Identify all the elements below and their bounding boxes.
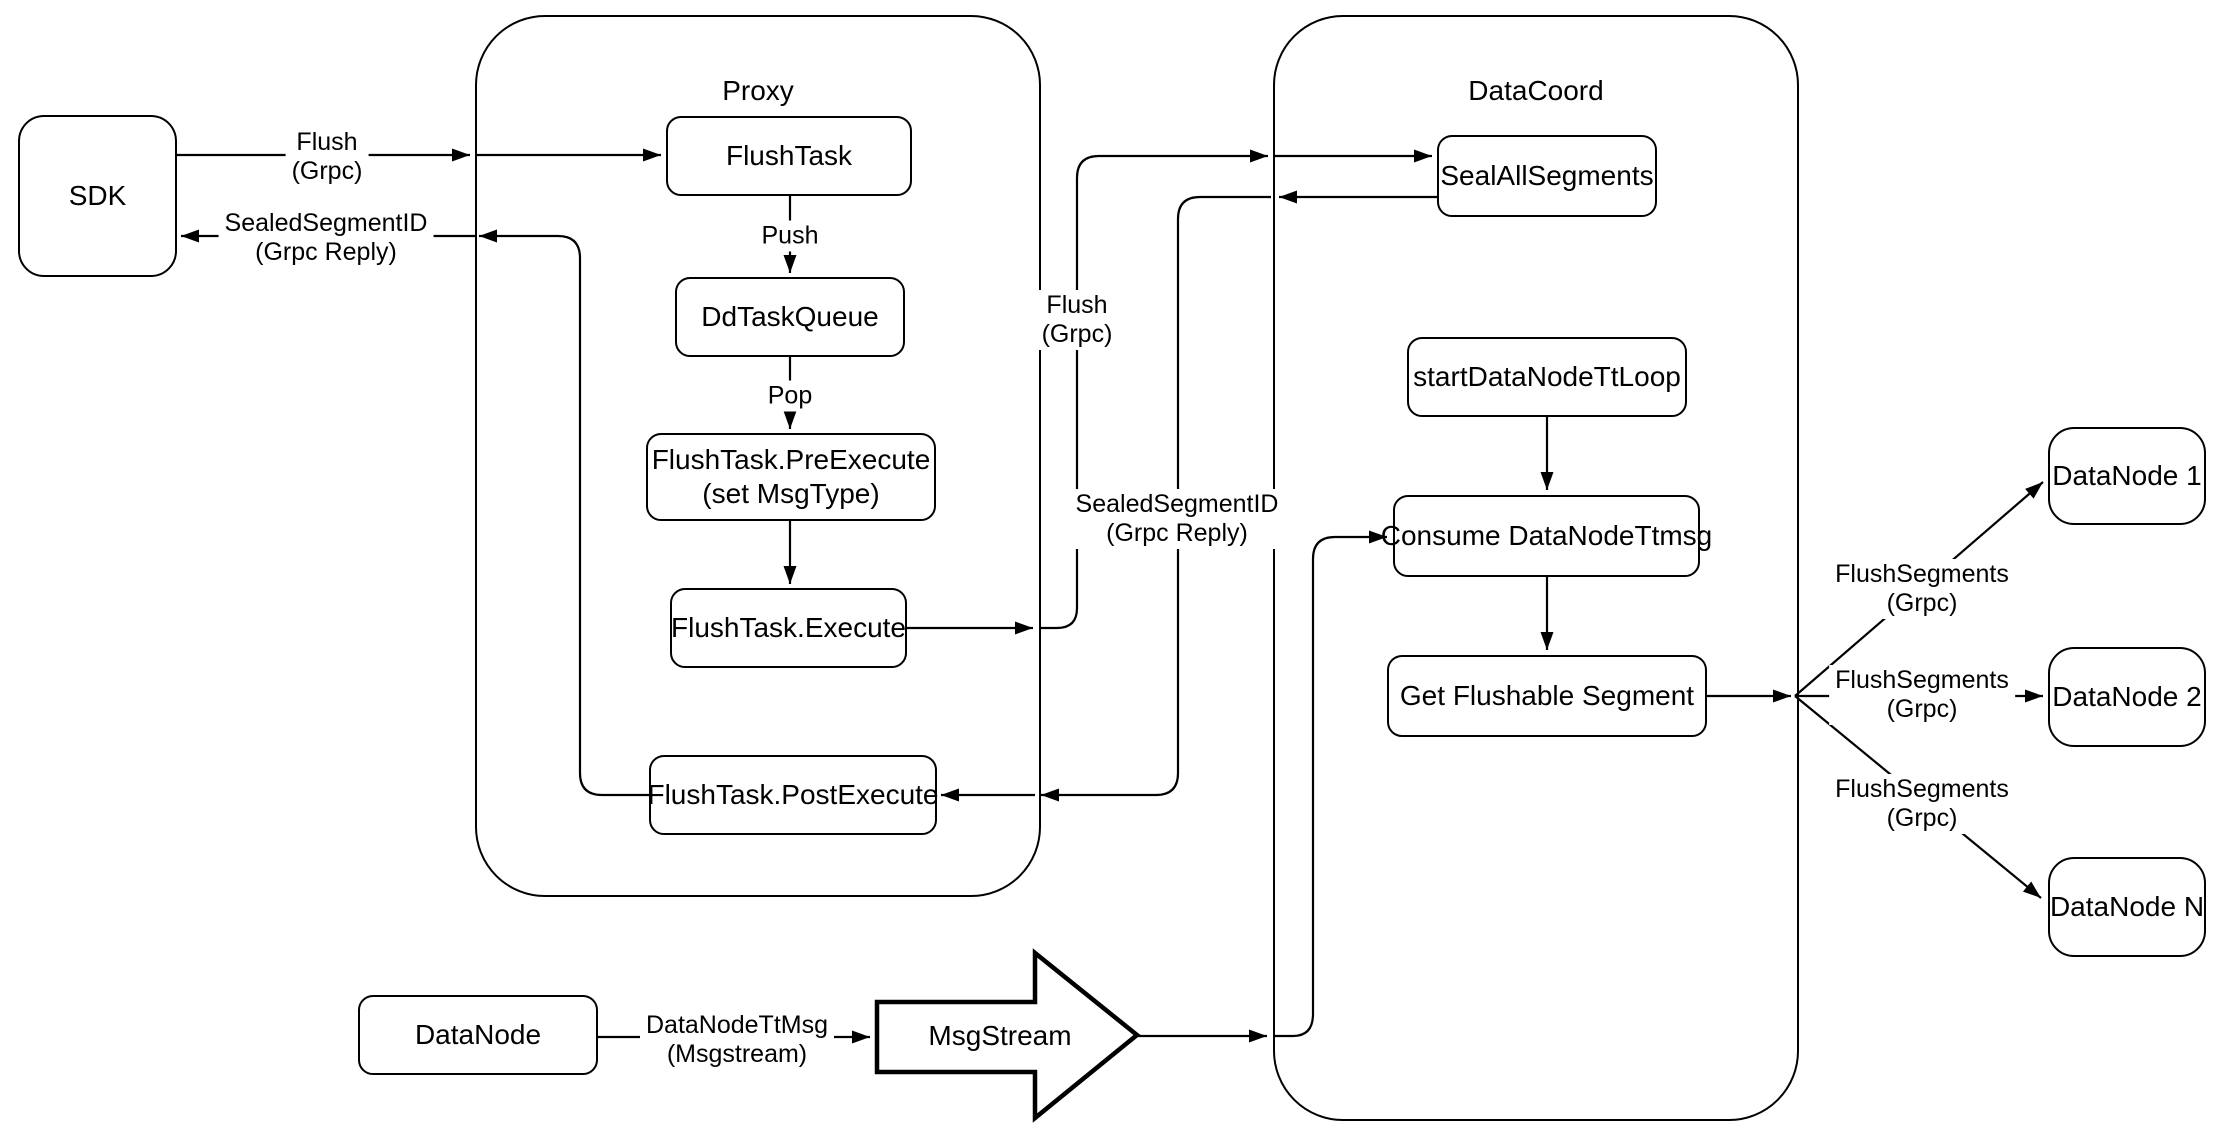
label-flush-grpc-left: Flush (Grpc): [285, 127, 369, 187]
node-get-flushable-segment: Get Flushable Segment: [1387, 655, 1707, 737]
label-datanodettmsg: DataNodeTtMsg (Msgstream): [639, 1010, 835, 1070]
label-sealedsegmentid-mid: SealedSegmentID (Grpc Reply): [1069, 489, 1285, 549]
msgstream-arrow-shape: [874, 948, 1141, 1123]
node-sealallsegments: SealAllSegments: [1437, 135, 1657, 217]
node-get-flushable-segment-label: Get Flushable Segment: [1399, 680, 1695, 712]
label-flushsegments-3-line2: (Grpc): [1886, 804, 1958, 832]
msgstream-label: MsgStream: [928, 1020, 1072, 1051]
label-flush-grpc-mid: Flush (Grpc): [1035, 290, 1119, 350]
node-datanode-bottom-label: DataNode: [414, 1019, 542, 1051]
node-datanode-1: DataNode 1: [2048, 427, 2206, 525]
node-startdatanodettloop: startDataNodeTtLoop: [1407, 337, 1687, 417]
label-sealedsegmentid-mid-line1: SealedSegmentID: [1075, 490, 1279, 518]
node-consume-datanodettmsg-label: Consume DataNodeTtmsg: [1380, 520, 1713, 552]
node-flushtask-execute-label: FlushTask.Execute: [671, 612, 906, 644]
label-flush-grpc-mid-line2: (Grpc): [1041, 320, 1113, 348]
node-sdk: SDK: [18, 115, 177, 277]
label-flushsegments-2: FlushSegments (Grpc): [1829, 665, 2015, 725]
label-flushsegments-1: FlushSegments (Grpc): [1829, 559, 2015, 619]
node-datanode-2-label: DataNode 2: [2052, 681, 2202, 713]
edge-datacoord-edge-to-consume: [1275, 530, 1387, 1038]
node-sealallsegments-label: SealAllSegments: [1440, 160, 1654, 192]
node-ddtaskqueue-label: DdTaskQueue: [701, 301, 879, 333]
label-pop: Pop: [761, 380, 819, 412]
node-flushtask-execute: FlushTask.Execute: [670, 588, 907, 668]
node-flushtask-preexecute-line2: (set MsgType): [702, 478, 880, 509]
node-flushtask-preexecute-line1: FlushTask.PreExecute: [651, 444, 931, 476]
node-startdatanodettloop-label: startDataNodeTtLoop: [1413, 361, 1681, 393]
edge-flush-grpc-to-datacoord: [1039, 149, 1268, 630]
edge-postexecute-to-proxy-edge: [479, 229, 649, 797]
label-flush-grpc-mid-line1: Flush: [1046, 291, 1108, 319]
proxy-container: Proxy: [475, 15, 1041, 897]
node-flushtask-postexecute-label: FlushTask.PostExecute: [647, 779, 939, 811]
node-sdk-label: SDK: [68, 180, 127, 212]
node-flushtask: FlushTask: [666, 116, 912, 196]
node-datanode-bottom: DataNode: [358, 995, 598, 1075]
node-datanode-2: DataNode 2: [2048, 647, 2206, 747]
label-flushsegments-3: FlushSegments (Grpc): [1829, 774, 2015, 834]
datacoord-container-title: DataCoord: [1468, 75, 1604, 106]
label-sealedsegmentid-mid-line2: (Grpc Reply): [1106, 519, 1248, 547]
label-sealedsegmentid-left-line1: SealedSegmentID: [224, 209, 428, 237]
label-flushsegments-2-line1: FlushSegments: [1835, 666, 2009, 694]
node-consume-datanodettmsg: Consume DataNodeTtmsg: [1381, 495, 1712, 577]
node-datanode-n: DataNode N: [2048, 857, 2206, 957]
label-push: Push: [755, 220, 825, 252]
label-flushsegments-1-line1: FlushSegments: [1835, 560, 2009, 588]
label-flush-grpc-left-line1: Flush: [296, 128, 358, 156]
label-flushsegments-1-line2: (Grpc): [1886, 589, 1958, 617]
node-datanode-1-label: DataNode 1: [2052, 460, 2202, 492]
node-flushtask-preexecute: FlushTask.PreExecute (set MsgType): [646, 433, 936, 521]
node-datanode-n-label: DataNode N: [2049, 891, 2205, 923]
label-flush-grpc-left-line2: (Grpc): [291, 157, 363, 185]
datacoord-container: DataCoord: [1273, 15, 1799, 1121]
node-flushtask-postexecute: FlushTask.PostExecute: [647, 755, 939, 835]
node-ddtaskqueue: DdTaskQueue: [675, 277, 905, 357]
proxy-container-title: Proxy: [722, 75, 794, 106]
label-datanodettmsg-line1: DataNodeTtMsg: [645, 1011, 829, 1039]
node-flushtask-label: FlushTask: [725, 140, 853, 172]
label-flushsegments-3-line1: FlushSegments: [1835, 775, 2009, 803]
label-sealedsegmentid-left: SealedSegmentID (Grpc Reply): [218, 208, 434, 268]
label-datanodettmsg-line2: (Msgstream): [666, 1040, 808, 1068]
label-sealedsegmentid-left-line2: (Grpc Reply): [255, 238, 397, 266]
label-flushsegments-2-line2: (Grpc): [1886, 695, 1958, 723]
